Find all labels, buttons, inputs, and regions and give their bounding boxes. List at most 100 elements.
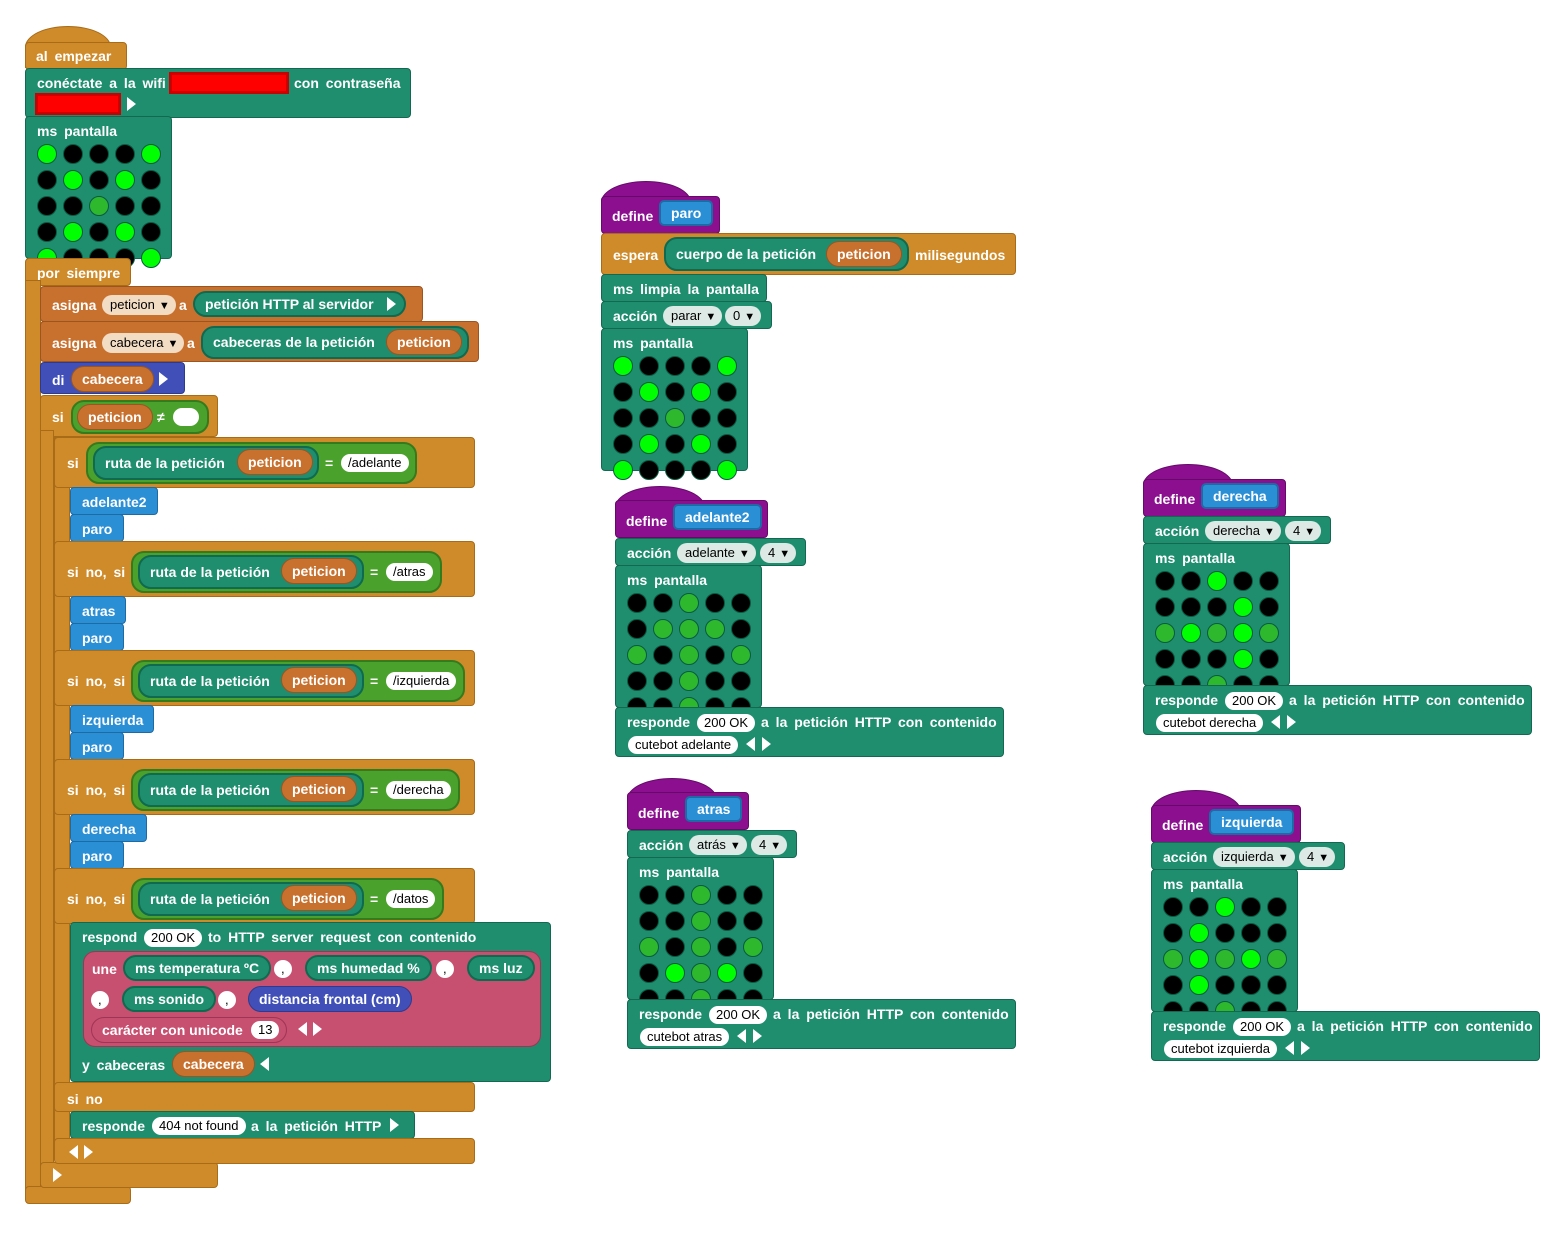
screen-block[interactable]: ms pantalla bbox=[601, 328, 748, 480]
expand-arrow-icon[interactable] bbox=[387, 297, 396, 311]
led-off[interactable] bbox=[613, 434, 633, 454]
led-off[interactable] bbox=[1259, 649, 1279, 669]
led-off[interactable] bbox=[37, 170, 57, 190]
peticion-variable[interactable]: peticion bbox=[281, 885, 357, 911]
led-on[interactable] bbox=[691, 963, 711, 983]
led-on[interactable] bbox=[1189, 975, 1209, 995]
say-block[interactable]: di cabecera bbox=[40, 362, 185, 394]
collapse-arrow-icon[interactable] bbox=[737, 1029, 746, 1043]
led-on[interactable] bbox=[717, 963, 737, 983]
start-block[interactable]: al empezar bbox=[25, 42, 127, 70]
route-value-field[interactable]: /adelante bbox=[341, 454, 409, 472]
route-value-field[interactable]: /derecha bbox=[386, 781, 451, 799]
content-field[interactable]: cutebot izquierda bbox=[1164, 1040, 1278, 1058]
function-name[interactable]: derecha bbox=[1201, 483, 1279, 509]
led-off[interactable] bbox=[691, 460, 711, 480]
action-dropdown[interactable]: atrás▼ bbox=[689, 835, 747, 855]
function-name[interactable]: atras bbox=[685, 796, 743, 822]
forever-block[interactable]: por siempre bbox=[25, 258, 131, 286]
if-peticion-block[interactable]: si peticion ≠ bbox=[40, 395, 218, 437]
led-off[interactable] bbox=[639, 460, 659, 480]
led-off[interactable] bbox=[705, 593, 725, 613]
peticion-variable[interactable]: peticion bbox=[281, 558, 357, 584]
led-on[interactable] bbox=[141, 144, 161, 164]
led-on[interactable] bbox=[141, 248, 161, 268]
respond-block[interactable]: respond 200 OK to HTTP server request co… bbox=[70, 922, 551, 1082]
light-reporter[interactable]: ms luz bbox=[467, 955, 535, 981]
led-on[interactable] bbox=[1215, 897, 1235, 917]
set-peticion-block[interactable]: asigna peticion▼ a petición HTTP al serv… bbox=[40, 286, 423, 322]
led-off[interactable] bbox=[627, 619, 647, 639]
led-on[interactable] bbox=[1207, 623, 1227, 643]
call-paro-block[interactable]: paro bbox=[70, 623, 124, 651]
peticion-variable[interactable]: peticion bbox=[237, 449, 313, 475]
led-on[interactable] bbox=[639, 937, 659, 957]
unicode-code-field[interactable]: 13 bbox=[251, 1021, 280, 1039]
call-paro-block[interactable]: paro bbox=[70, 514, 124, 542]
status-field[interactable]: 404 not found bbox=[152, 1117, 246, 1135]
function-name[interactable]: paro bbox=[659, 200, 714, 226]
expand-arrow-icon[interactable] bbox=[159, 372, 168, 386]
wait-block[interactable]: espera cuerpo de la petición peticion mi… bbox=[601, 233, 1016, 275]
led-on[interactable] bbox=[665, 408, 685, 428]
speed-dropdown[interactable]: 4▼ bbox=[751, 835, 788, 855]
led-on[interactable] bbox=[639, 434, 659, 454]
led-on[interactable] bbox=[1163, 949, 1183, 969]
led-on[interactable] bbox=[679, 645, 699, 665]
status-field[interactable]: 200 OK bbox=[709, 1006, 768, 1024]
led-off[interactable] bbox=[1189, 897, 1209, 917]
comma-field[interactable]: , bbox=[218, 991, 236, 1009]
content-field[interactable]: cutebot derecha bbox=[1156, 714, 1264, 732]
led-off[interactable] bbox=[717, 885, 737, 905]
led-on[interactable] bbox=[743, 937, 763, 957]
led-off[interactable] bbox=[627, 593, 647, 613]
respond-block[interactable]: responde 200 OK a la petición HTTP con c… bbox=[615, 707, 1004, 757]
led-off[interactable] bbox=[665, 460, 685, 480]
led-off[interactable] bbox=[115, 144, 135, 164]
led-off[interactable] bbox=[665, 937, 685, 957]
led-off[interactable] bbox=[705, 671, 725, 691]
led-off[interactable] bbox=[1215, 923, 1235, 943]
led-on[interactable] bbox=[613, 460, 633, 480]
led-off[interactable] bbox=[639, 963, 659, 983]
led-off[interactable] bbox=[37, 222, 57, 242]
led-off[interactable] bbox=[717, 408, 737, 428]
led-off[interactable] bbox=[141, 222, 161, 242]
led-off[interactable] bbox=[627, 671, 647, 691]
led-on[interactable] bbox=[63, 222, 83, 242]
led-off[interactable] bbox=[1215, 975, 1235, 995]
action-block[interactable]: acción derecha▼ 4▼ bbox=[1143, 516, 1331, 544]
led-grid[interactable] bbox=[613, 356, 737, 480]
led-on[interactable] bbox=[613, 356, 633, 376]
led-off[interactable] bbox=[1241, 975, 1261, 995]
led-on[interactable] bbox=[653, 619, 673, 639]
action-block[interactable]: acción adelante▼ 4▼ bbox=[615, 538, 806, 566]
call-paro-block[interactable]: paro bbox=[70, 732, 124, 760]
led-off[interactable] bbox=[89, 222, 109, 242]
elif-derecha-block[interactable]: si no, si ruta de la petición peticion =… bbox=[54, 759, 475, 815]
define-derecha-block[interactable]: define derecha bbox=[1143, 479, 1286, 517]
led-off[interactable] bbox=[731, 593, 751, 613]
led-off[interactable] bbox=[1163, 975, 1183, 995]
led-off[interactable] bbox=[1163, 923, 1183, 943]
led-on[interactable] bbox=[1241, 949, 1261, 969]
led-on[interactable] bbox=[1233, 649, 1253, 669]
led-on[interactable] bbox=[1155, 623, 1175, 643]
led-off[interactable] bbox=[37, 196, 57, 216]
led-off[interactable] bbox=[665, 434, 685, 454]
join-block[interactable]: une ms temperatura ºC , ms humedad % , m… bbox=[83, 951, 541, 1047]
led-grid[interactable] bbox=[37, 144, 161, 268]
expand-arrow-icon[interactable] bbox=[53, 1168, 62, 1182]
led-on[interactable] bbox=[665, 963, 685, 983]
peticion-variable[interactable]: peticion bbox=[281, 667, 357, 693]
led-off[interactable] bbox=[1181, 571, 1201, 591]
led-on[interactable] bbox=[731, 645, 751, 665]
comma-field[interactable]: , bbox=[436, 960, 454, 978]
led-off[interactable] bbox=[691, 408, 711, 428]
peticion-variable[interactable]: peticion bbox=[281, 776, 357, 802]
content-field[interactable]: cutebot adelante bbox=[628, 736, 739, 754]
led-off[interactable] bbox=[743, 911, 763, 931]
respond-block[interactable]: responde 200 OK a la petición HTTP con c… bbox=[627, 999, 1016, 1049]
led-off[interactable] bbox=[141, 196, 161, 216]
led-off[interactable] bbox=[731, 671, 751, 691]
